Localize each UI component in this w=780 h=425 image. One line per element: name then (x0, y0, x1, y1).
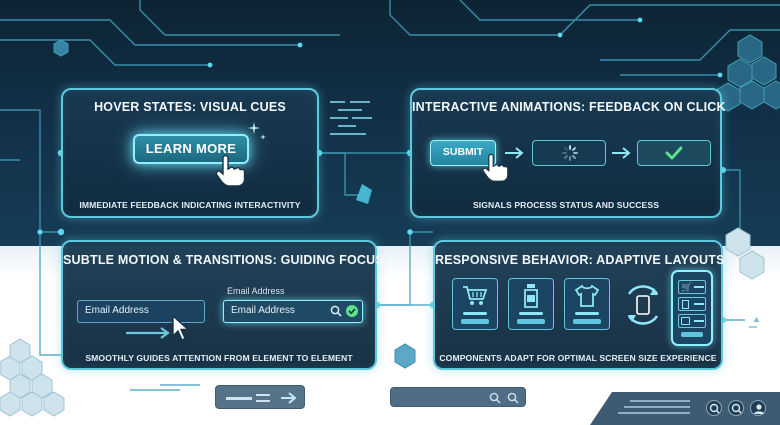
learn-more-button[interactable]: LEARN MORE (133, 134, 249, 164)
search-icon[interactable] (330, 305, 342, 317)
search-icon[interactable] (489, 392, 501, 404)
tshirt-tile (564, 278, 610, 330)
cursor-hand-icon (215, 154, 246, 187)
phone-mockup: 🛒 (671, 270, 713, 346)
check-circle-icon (346, 305, 358, 317)
button-bar (681, 332, 703, 337)
cursor-hand-icon (482, 153, 509, 182)
corner-toolbar (590, 392, 780, 425)
field-value: Email Address (231, 305, 295, 316)
card-caption: IMMEDIATE FEEDBACK INDICATING INTERACTIV… (79, 200, 301, 210)
arrow-right-icon (612, 147, 631, 159)
email-field-focused[interactable]: Email Address (223, 300, 363, 323)
submit-button[interactable]: SUBMIT (430, 140, 496, 166)
text-line (463, 312, 487, 315)
text-line (256, 394, 270, 396)
tshirt-icon (681, 317, 690, 325)
card-caption: SMOOTHLY GUIDES ATTENTION FROM ELEMENT T… (85, 353, 353, 363)
phone-icon (636, 295, 650, 315)
spinner-icon (562, 145, 578, 161)
button-bar (573, 319, 601, 324)
bottom-search-widget[interactable] (390, 387, 526, 407)
search-icon[interactable] (507, 392, 519, 404)
button-bar (517, 319, 545, 324)
text-line (226, 397, 252, 400)
loading-state-box (532, 140, 606, 166)
text-line (256, 400, 270, 402)
list-item (678, 297, 706, 311)
card-title: RESPONSIVE BEHAVIOR: ADAPTIVE LAYOUTS (435, 253, 725, 267)
bottle-tile (508, 278, 554, 330)
text-line (519, 312, 543, 315)
rotate-arrows-icon (627, 285, 659, 325)
cursor-arrow-icon (172, 314, 190, 341)
user-icon[interactable] (750, 400, 766, 416)
card-title: INTERACTIVE ANIMATIONS: FEEDBACK ON CLIC… (412, 100, 726, 114)
success-state-box (637, 140, 711, 166)
card-caption: COMPONENTS ADAPT FOR OPTIMAL SCREEN SIZE… (439, 353, 717, 363)
floating-label: Email Address (227, 286, 285, 296)
list-item (678, 314, 706, 328)
text-line (624, 406, 690, 408)
search-icon[interactable] (706, 400, 722, 416)
arrow-right-icon (505, 147, 524, 159)
cart-icon (463, 286, 488, 305)
button-bar (461, 319, 489, 324)
search-icon[interactable] (728, 400, 744, 416)
arrow-right-icon[interactable] (280, 391, 298, 405)
hover-states-card: HOVER STATES: VISUAL CUES LEARN MORE IMM… (61, 88, 319, 218)
text-line (630, 400, 690, 402)
arrow-right-icon (126, 327, 170, 339)
responsive-behavior-card: RESPONSIVE BEHAVIOR: ADAPTIVE LAYOUTS (433, 240, 725, 370)
bottle-icon (682, 300, 689, 309)
bottle-icon (524, 284, 538, 308)
text-line (618, 412, 690, 414)
sparkle-icon (248, 122, 266, 140)
cart-tile (452, 278, 498, 330)
interactive-animations-card: INTERACTIVE ANIMATIONS: FEEDBACK ON CLIC… (410, 88, 726, 218)
card-title: HOVER STATES: VISUAL CUES (94, 100, 286, 114)
tshirt-icon (574, 284, 600, 307)
card-title: SUBTLE MOTION & TRANSITIONS: GUIDING FOC… (63, 253, 384, 267)
checkmark-icon (665, 146, 683, 160)
list-item: 🛒 (678, 280, 706, 294)
bottom-nav-widget (215, 385, 305, 409)
text-line (575, 312, 599, 315)
card-caption: SIGNALS PROCESS STATUS AND SUCCESS (472, 200, 660, 210)
subtle-motion-card: SUBTLE MOTION & TRANSITIONS: GUIDING FOC… (61, 240, 384, 370)
cart-icon: 🛒 (681, 282, 693, 292)
